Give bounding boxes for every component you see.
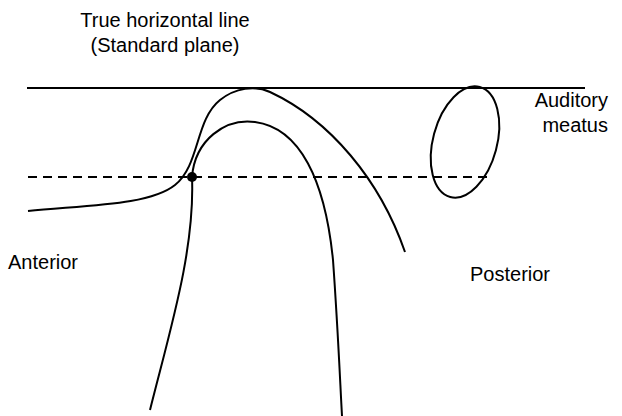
meatus-label: Auditory meatus [520,88,608,138]
fossa-outline [28,88,405,252]
plane-label: True horizontal line (Standard plane) [45,8,285,58]
direction-label: Anterior [8,250,78,275]
dashed-line [28,176,487,178]
horizontal-line [27,87,585,89]
direction-label: Posterior [470,262,550,287]
condyle-outline [150,122,342,416]
meatus-outline [419,79,510,206]
condyle-point [187,172,197,182]
